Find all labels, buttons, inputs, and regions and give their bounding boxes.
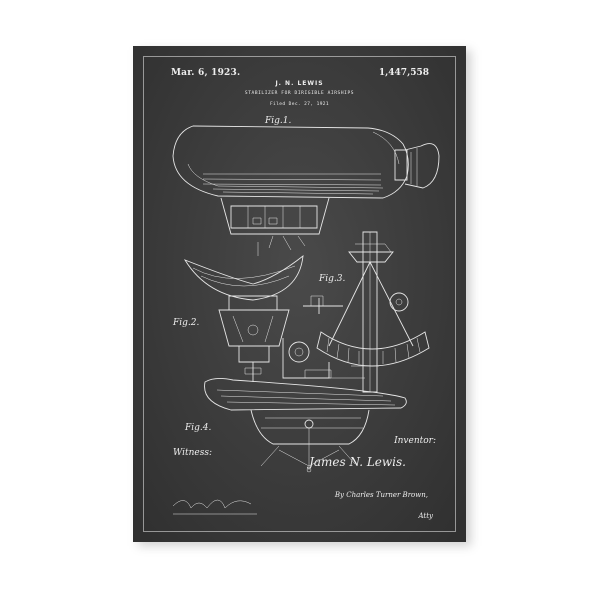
attorney-label: Atty — [418, 512, 433, 520]
inventor-heading: J. N. LEWIS — [275, 80, 324, 87]
patent-title: STABILIZER FOR DIRIGIBLE AIRSHIPS — [244, 91, 355, 96]
fig1-label: Fig.1. — [265, 116, 292, 126]
witness-label: Witness: — [173, 448, 212, 458]
fig3-drawing — [283, 232, 429, 392]
fig3-label: Fig.3. — [319, 274, 346, 284]
filed-date: Filed Dec. 27, 1921 — [269, 102, 330, 107]
patent-number: 1,447,558 — [378, 68, 429, 78]
patent-date: Mar. 6, 1923. — [171, 68, 241, 78]
inventor-signature: James N. Lewis. — [309, 455, 406, 469]
inventor-label: Inventor: — [394, 436, 436, 446]
witness-signature-scribble — [173, 500, 251, 508]
fig4-drawing — [205, 378, 407, 472]
fig2-drawing — [185, 256, 303, 382]
fig2-label: Fig.2. — [173, 318, 200, 328]
fig4-label: Fig.4. — [185, 423, 212, 433]
patent-drawing — [133, 46, 466, 542]
fig1-airship-drawing — [173, 126, 439, 256]
patent-poster: Mar. 6, 1923. 1,447,558 J. N. LEWIS STAB… — [133, 46, 466, 542]
attorney-signature: By Charles Turner Brown, — [334, 491, 428, 499]
